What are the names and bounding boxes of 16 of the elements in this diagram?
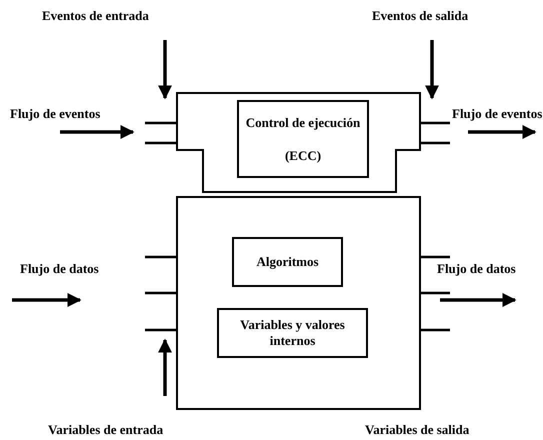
function-block-head — [145, 92, 450, 193]
text-box — [232, 237, 343, 287]
flow-label: Flujo de datos — [437, 261, 516, 277]
box-text: Variables y valores internos — [239, 317, 346, 349]
box-text: Algoritmos — [256, 254, 319, 270]
flow-label: Flujo de datos — [20, 261, 99, 277]
flow-label: Flujo de eventos — [452, 106, 542, 122]
flow-label: Variables de salida — [365, 422, 470, 438]
box-text: (ECC) — [284, 148, 322, 164]
box-text: Control de ejecución — [246, 114, 360, 130]
flow-label: Flujo de eventos — [10, 106, 100, 122]
flow-label: Eventos de salida — [372, 8, 468, 24]
text-box — [237, 100, 369, 178]
flow-label: Eventos de entrada — [42, 8, 149, 24]
text-box — [217, 308, 368, 358]
flow-label: Variables de entrada — [48, 422, 164, 438]
